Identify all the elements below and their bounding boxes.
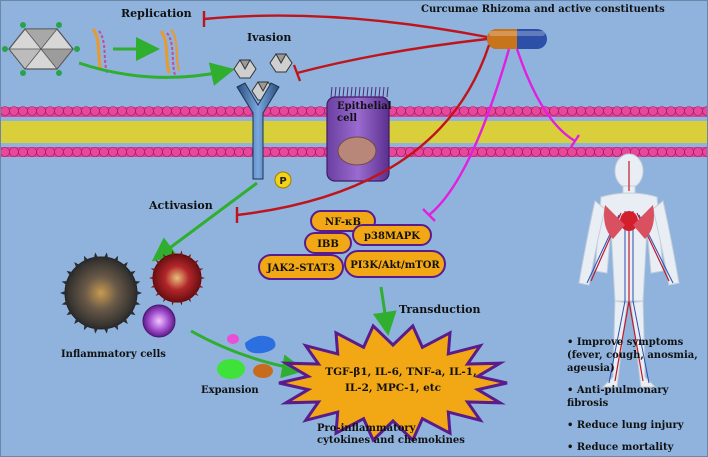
cytokine-starburst <box>278 323 508 443</box>
transduction-label: Transduction <box>399 303 481 316</box>
cytokine-blobs <box>217 334 276 379</box>
expansion-label: Expansion <box>201 385 259 396</box>
cytokine-list-line1: TGF-β1, IL-6, TNF-a, IL-1, <box>325 366 476 378</box>
virus-icon <box>2 22 80 76</box>
rna-replicated-icon <box>159 28 180 76</box>
pathway-pills: NF-κB IBB p38MAPK JAK2-STAT3 PI3K/Akt/mT… <box>258 210 446 280</box>
pathway-label: JAK2-STAT3 <box>266 263 335 274</box>
effect-item: • Reduce mortality <box>567 442 674 453</box>
pathway-jak2 <box>258 254 344 280</box>
human-body-icon <box>578 153 680 388</box>
pathway-label: PI3K/Akt/mTOR <box>350 260 440 271</box>
effect-item: • Improve symptoms (fever, cough, anosmi… <box>567 337 698 374</box>
cytokine-list-line2: IL-2, MPC-1, etc <box>345 382 441 394</box>
inflammatory-cell-gray <box>60 252 142 334</box>
rna-strand-icon <box>91 28 108 74</box>
ivasion-label: Ivasion <box>247 31 292 44</box>
epithelial-cell-icon <box>326 86 390 182</box>
pro-inflammatory-label: Pro-inflammatory cytokines and chemokine… <box>317 423 465 446</box>
inflammatory-cell-purple <box>142 304 176 338</box>
pathway-label: p38MAPK <box>364 231 420 242</box>
activation-arrow <box>151 181 258 262</box>
curcumae-label: Curcumae Rhizoma and active constituents <box>421 4 665 15</box>
effect-item: • Reduce lung injury <box>567 420 684 431</box>
inflammatory-cell-red <box>149 250 205 306</box>
inflammatory-cells-label: Inflammatory cells <box>61 349 166 360</box>
svg-text:P: P <box>279 176 286 187</box>
invasion-arrow <box>78 61 235 86</box>
magenta-lines <box>422 48 580 222</box>
epithelial-label: Epithelial cell <box>337 101 392 124</box>
phosphate-badge: P <box>274 171 292 189</box>
pathway-label: NF-κB <box>325 217 361 228</box>
pathway-label: IBB <box>317 239 339 250</box>
effect-item: • Anti-piulmonary fibrosis <box>567 385 669 409</box>
pathway-ibb <box>304 232 352 254</box>
pathway-p38mapk <box>352 224 432 246</box>
curcumae-capsule-icon <box>487 29 547 49</box>
pathway-pi3k <box>344 250 446 278</box>
inhibition-lines <box>202 11 491 223</box>
transduction-arrow <box>372 286 397 336</box>
activasion-label: Activasion <box>149 199 213 212</box>
effects-list: • Improve symptoms (fever, cough, anosmi… <box>567 336 703 456</box>
replication-label: Replication <box>121 7 192 20</box>
receptor-icon <box>236 82 280 180</box>
expansion-arrow <box>190 329 306 379</box>
